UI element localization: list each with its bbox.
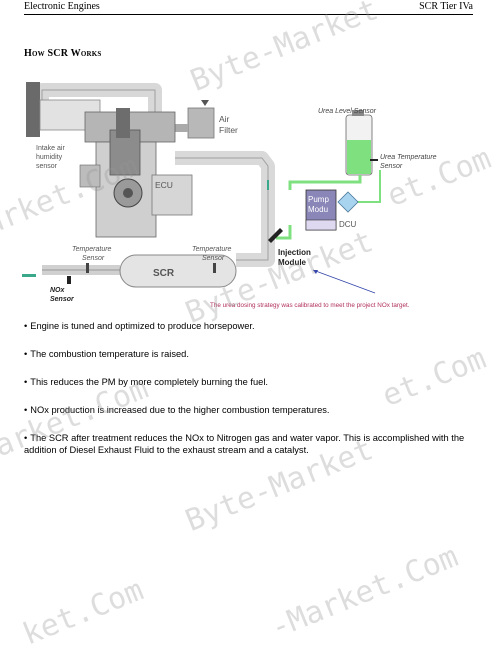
watermark: -Market.Com: [265, 539, 464, 646]
pump-module-label-line2: Modu: [308, 205, 328, 214]
temp-sensor-left-label-line1: Temperature: [72, 246, 112, 253]
bullet-item: •Engine is tuned and optimized to produc…: [24, 321, 255, 331]
temp-sensor-right-label-line1: Temperature: [192, 246, 232, 253]
bullet-item: •This reduces the PM by more completely …: [24, 377, 268, 387]
bullet-item: •The SCR after treatment reduces the NOx…: [24, 433, 465, 455]
air-filter-label-line1: Air: [219, 114, 230, 124]
temp-sensor-left-marker: [86, 263, 89, 273]
bullet-text: The combustion temperature is raised.: [30, 349, 189, 359]
bullet-item: •The combustion temperature is raised.: [24, 349, 189, 359]
intake-sensor-label-line1: Intake air: [36, 145, 65, 152]
nox-sensor-label-line2: Sensor: [50, 296, 75, 303]
injection-module-label-line2: Module: [278, 258, 307, 267]
temp-sensor-left-label-line2: Sensor: [82, 255, 105, 262]
intake-sensor-label-line3: sensor: [36, 163, 58, 170]
scr-system-diagram: Air Filter ECU Intake air humidity senso…: [22, 82, 437, 309]
injection-module-nozzle: [268, 228, 283, 243]
exhaust-outlet-marker: [22, 274, 36, 277]
nox-sensor-marker: [67, 276, 71, 284]
nox-sensor-label-line1: NOx: [50, 287, 66, 294]
urea-temp-sensor-label-line2: Sensor: [380, 163, 403, 170]
temp-sensor-right-label-line2: Sensor: [202, 255, 225, 262]
header-right-text: SCR Tier IVa: [419, 1, 473, 12]
pump-module: [305, 189, 337, 231]
dcu-label: DCU: [339, 220, 357, 229]
scr-label: SCR: [153, 268, 175, 279]
watermark: ket.Com: [18, 572, 149, 652]
bullet-text: The SCR after treatment reduces the NOx …: [24, 433, 465, 455]
temp-sensor-right-marker: [213, 263, 216, 273]
bullet-text: This reduces the PM by more completely b…: [30, 377, 268, 387]
header-left-text: Electronic Engines: [24, 1, 100, 12]
pump-module-label-line1: Pump: [308, 195, 329, 204]
bullet-list: •Engine is tuned and optimized to produc…: [24, 320, 474, 472]
air-filter: [175, 88, 215, 139]
urea-tank: [345, 110, 373, 176]
injection-module-label-line1: Injection: [278, 248, 311, 257]
air-filter-label-line2: Filter: [219, 125, 238, 135]
engine-block: [79, 108, 193, 238]
diagram-note: The urea dosing strategy was calibrated …: [210, 302, 410, 309]
scr-canister: [119, 254, 237, 288]
section-title: How SCR Works: [24, 48, 102, 59]
bullet-item: •NOx production is increased due to the …: [24, 405, 330, 415]
ecu-label: ECU: [155, 180, 173, 190]
bullet-text: Engine is tuned and optimized to produce…: [30, 321, 255, 331]
pipe-marker: [267, 180, 269, 190]
urea-level-sensor-label: Urea Level Sensor: [318, 108, 377, 115]
page-header: Electronic Engines SCR Tier IVa: [24, 0, 473, 15]
bullet-text: NOx production is increased due to the h…: [30, 405, 330, 415]
intake-sensor-label-line2: humidity: [36, 154, 63, 161]
dcu-valve: [337, 191, 359, 213]
urea-temp-sensor-label-line1: Urea Temperature: [380, 154, 437, 161]
